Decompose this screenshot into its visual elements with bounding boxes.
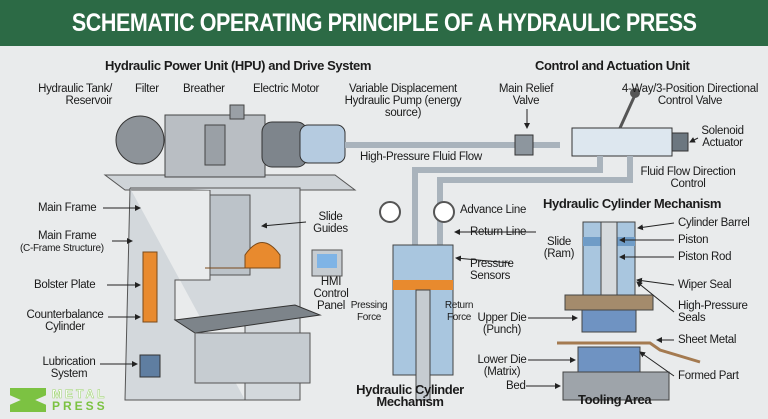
section-heading-hpu: Hydraulic Power Unit (HPU) and Drive Sys… [105,58,371,73]
label-hp-seals: High-Pressure Seals [678,300,748,324]
label-slide-ram: Slide (Ram) [543,236,575,260]
logo-mark-icon [10,388,46,412]
counterbalance-cylinder [142,251,158,323]
hydraulic-cylinder-right [557,221,701,401]
label-piston: Piston [678,234,709,246]
label-main-frame: Main Frame [38,202,97,214]
filter [204,124,226,166]
lubrication-unit [139,354,161,378]
label-relief-valve: Main Relief Valve [498,83,554,107]
page-title: SCHEMATIC OPERATING PRINCIPLE OF A HYDRA… [71,8,697,37]
label-motor: Electric Motor [253,83,320,95]
section-heading-tooling: Tooling Area [578,392,652,407]
label-piston-rod: Piston Rod [678,251,732,263]
press-diagram [100,88,701,401]
label-sheet-metal: Sheet Metal [678,334,737,346]
pressure-gauge [433,201,455,223]
label-hp-flow: High-Pressure Fluid Flow [360,151,482,163]
label-cylinder-barrel: Cylinder Barrel [678,217,750,229]
directional-control-valve [571,88,689,157]
label-main-frame-c: Main Frame [38,230,97,242]
label-dcv: 4-Way/3-Position Directional Control Val… [621,83,759,107]
label-wiper-seal: Wiper Seal [678,279,732,291]
sheet-metal [557,341,701,364]
label-pressing-force: Pressing Force [350,300,388,323]
label-upper-die: Upper Die (Punch) [477,312,527,336]
section-heading-control: Control and Actuation Unit [535,58,690,73]
label-formed-part: Formed Part [678,370,739,382]
lower-die [577,346,641,373]
logo-line1: METAL [52,387,108,401]
label-pressure-sensors: Pressure Sensors [470,258,514,282]
label-c-frame: (C-Frame Structure) [20,243,104,254]
slide [205,242,281,269]
label-slide-guides: Slide Guides [313,211,348,235]
label-pump: Variable Displacement Hydraulic Pump (en… [344,83,462,119]
label-return-line: Return Line [470,226,527,238]
breather [229,104,245,120]
label-tank: Hydraulic Tank/ Reservoir [38,83,112,107]
section-heading-cylinder-bottom: Hydraulic Cylinder Mechanism [356,382,464,409]
label-filter: Filter [135,83,159,95]
label-advance-line: Advance Line [460,204,527,216]
label-flow-direction: Fluid Flow Direction Control [640,166,736,190]
hydraulic-cylinder-left [392,244,454,401]
label-bolster: Bolster Plate [34,279,96,291]
label-lower-die: Lower Die (Matrix) [477,354,527,378]
hpu-assembly [103,104,357,191]
label-counterbalance: Counterbalance Cylinder [26,309,104,333]
logo-line2: PRESS [52,399,108,413]
belt-pulley [115,115,165,165]
label-bed: Bed [506,380,526,392]
slide-guides [209,194,251,276]
hydraulic-pump [299,124,346,164]
bolster-plate [173,304,322,334]
label-solenoid: Solenoid Actuator [701,125,744,149]
relief-valve [514,134,534,156]
label-hmi: HMI Control Panel [313,276,349,312]
press-frame [124,187,343,401]
upper-die [581,309,637,333]
label-return-force: Return Force [444,300,474,323]
section-heading-cylinder: Hydraulic Cylinder Mechanism [543,196,722,211]
label-lubrication: Lubrication System [42,356,96,380]
title-banner: SCHEMATIC OPERATING PRINCIPLE OF A HYDRA… [0,0,768,46]
bed [562,371,670,401]
label-breather: Breather [183,83,225,95]
pressure-gauge [379,201,401,223]
